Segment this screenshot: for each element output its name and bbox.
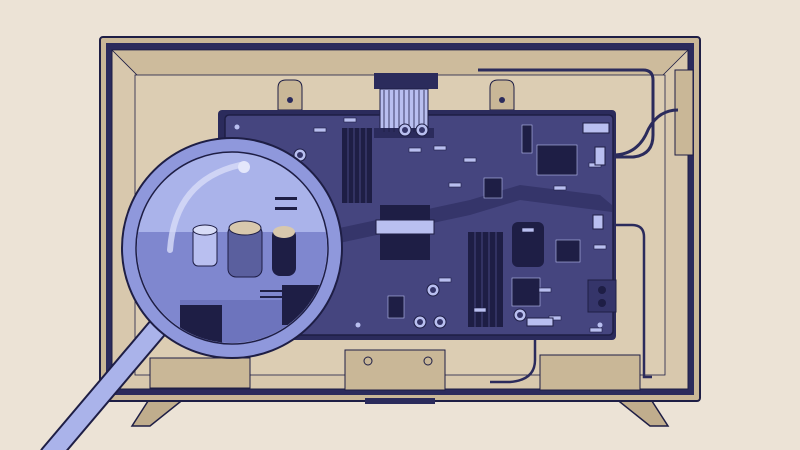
stand-leg-left (130, 397, 188, 427)
resistor (553, 185, 567, 191)
ic-chip (511, 277, 541, 307)
board-trace-band (330, 185, 612, 245)
ic-chip (387, 295, 405, 319)
resistor (521, 227, 535, 233)
ic-chip (483, 177, 503, 199)
lens-glare-dot (238, 161, 250, 173)
resistor (589, 327, 603, 333)
resistor (343, 117, 357, 123)
resistor (433, 145, 447, 151)
heatsink-icon (468, 232, 503, 327)
cable-bottom (490, 330, 537, 384)
bottom-bracket-left (149, 357, 251, 389)
capacitor-top (297, 152, 303, 158)
bottom-bracket-right (539, 354, 641, 391)
resistor (593, 244, 607, 250)
mount-bracket-right (489, 79, 515, 111)
power-socket-icon (587, 279, 617, 313)
resistor (473, 307, 487, 313)
cable-top (478, 68, 655, 159)
capacitor-icon (227, 220, 263, 278)
resistor (448, 182, 462, 188)
connector (582, 122, 610, 134)
capacitor-top (402, 127, 408, 133)
capacitor-top (417, 319, 423, 325)
connector (526, 317, 554, 327)
capacitor-top (517, 312, 523, 318)
socket-pin (598, 299, 606, 307)
lens-glare (167, 162, 243, 253)
screw-icon (363, 356, 373, 366)
ic-chip (521, 124, 533, 154)
screw-icon (423, 356, 433, 366)
capacitor-icon (272, 226, 296, 276)
screw-icon (234, 124, 240, 130)
side-connector (674, 69, 694, 156)
foot-port (365, 398, 435, 404)
capacitor-top (437, 319, 443, 325)
ic-chip (555, 239, 581, 263)
resistor (538, 287, 552, 293)
resistor (463, 157, 477, 163)
stand-leg-right (612, 397, 670, 427)
capacitor-top (419, 127, 425, 133)
transformer-core (375, 219, 435, 235)
screw-icon (597, 124, 603, 130)
screw-icon (597, 322, 603, 328)
resistor (438, 277, 452, 283)
socket-pin (598, 286, 606, 294)
mount-bracket-left (277, 79, 303, 111)
cable-right (602, 223, 652, 379)
resistor (408, 147, 422, 153)
heatsink-icon (342, 128, 372, 203)
cable-top-link (612, 108, 679, 157)
magnifying-glass-icon (40, 137, 343, 450)
capacitor-top (430, 287, 436, 293)
bottom-bracket-center (344, 349, 446, 391)
capacitor-icon (192, 224, 218, 267)
connector (594, 146, 606, 166)
connector (592, 214, 604, 230)
resistor (313, 127, 327, 133)
screw-icon (355, 322, 361, 328)
ic-chip (536, 144, 578, 176)
capacitor-icon (512, 222, 544, 267)
